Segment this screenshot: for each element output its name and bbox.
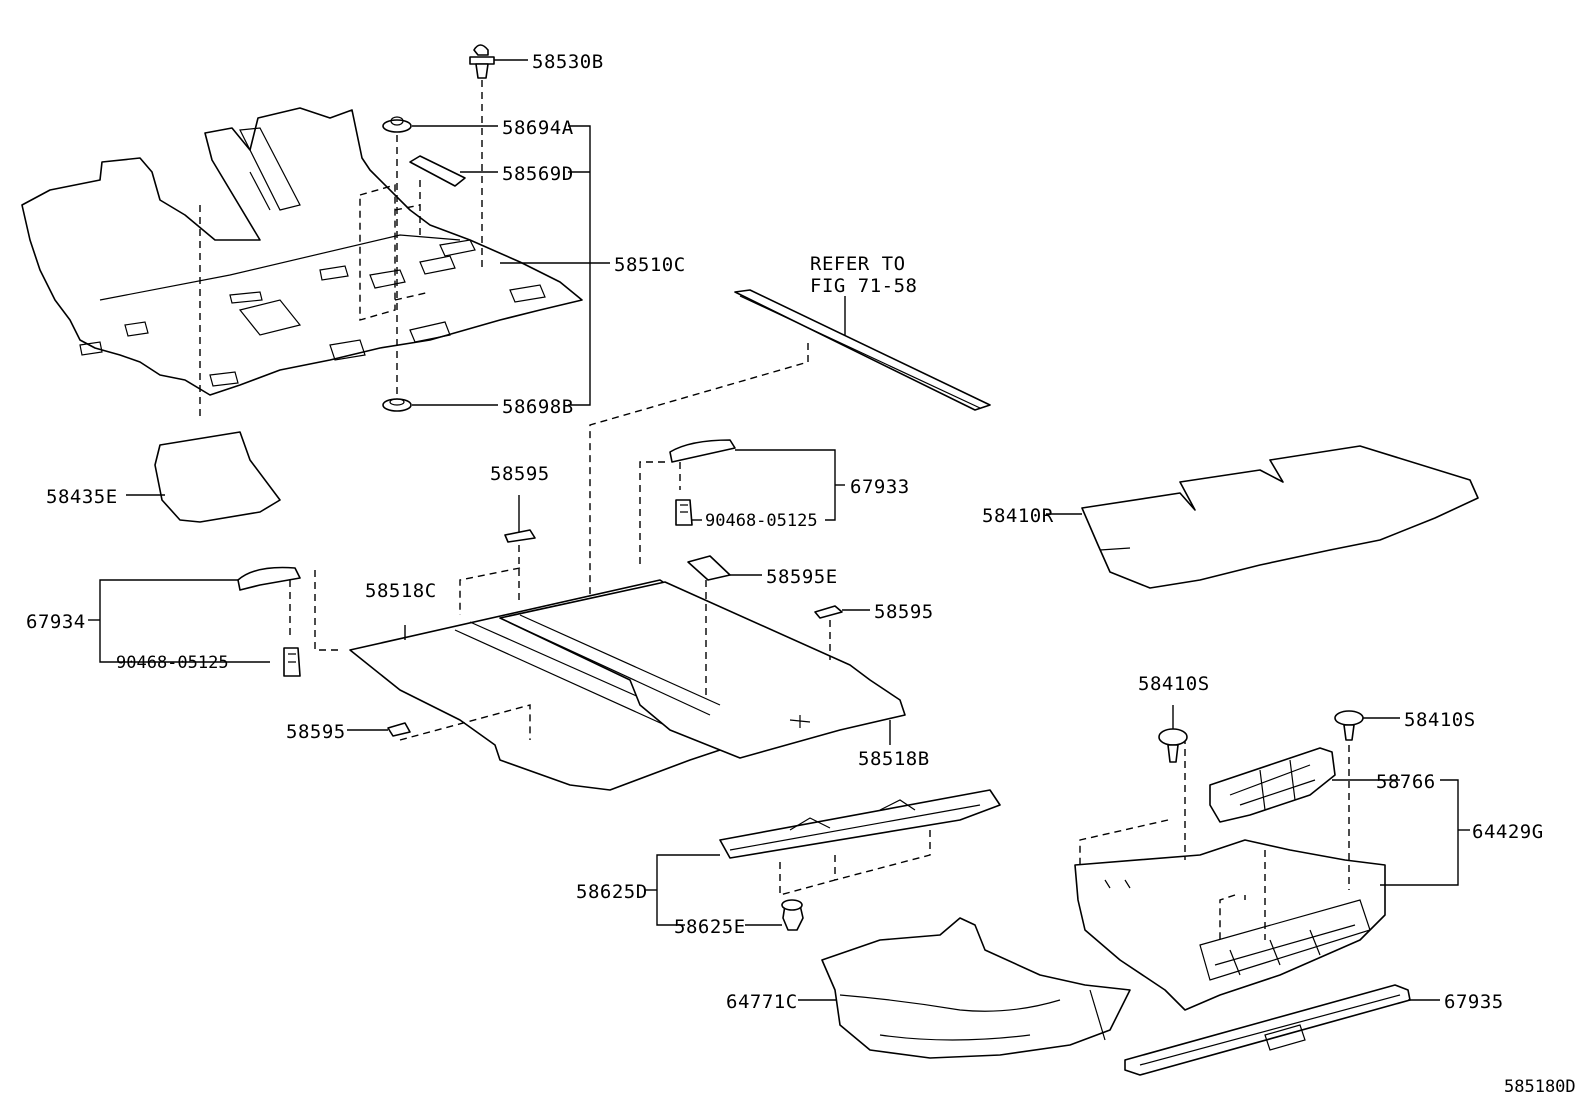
label-58435E: 58435E bbox=[46, 486, 118, 508]
label-58694A: 58694A bbox=[502, 117, 574, 139]
strip-58569D bbox=[409, 155, 466, 187]
label-58510C: 58510C bbox=[614, 254, 686, 276]
clip-58410S-left bbox=[1158, 728, 1188, 763]
pad-58595E bbox=[687, 555, 731, 581]
clip-90468-left bbox=[283, 647, 301, 677]
label-58518B: 58518B bbox=[858, 748, 930, 770]
grommet-58694A bbox=[382, 116, 412, 133]
floor-pad-58435E bbox=[154, 431, 281, 523]
grommet-58698B bbox=[382, 398, 412, 412]
rear-panel-64429G bbox=[1074, 839, 1386, 1011]
label-58625E: 58625E bbox=[674, 916, 746, 938]
label-58698B: 58698B bbox=[502, 396, 574, 418]
clip-58530B bbox=[469, 44, 495, 79]
label-58569D: 58569D bbox=[502, 163, 574, 185]
label-58410S-left: 58410S bbox=[1138, 673, 1210, 695]
diagram-id: 585180D bbox=[1504, 1077, 1576, 1097]
spare-tire-tray-64771C bbox=[821, 917, 1131, 1059]
label-58766: 58766 bbox=[1376, 771, 1436, 793]
label-58595-top: 58595 bbox=[490, 463, 550, 485]
label-64429G: 64429G bbox=[1472, 821, 1544, 843]
label-90468-left: 90468-05125 bbox=[116, 653, 229, 673]
rear-trim-58625D bbox=[719, 789, 1001, 859]
clip-90468-right bbox=[675, 499, 693, 526]
label-67935: 67935 bbox=[1444, 991, 1504, 1013]
sill-plate-67935 bbox=[1124, 984, 1411, 1076]
trim-67933 bbox=[669, 439, 736, 463]
pad-58595-right bbox=[814, 605, 843, 619]
clip-58410S-right bbox=[1334, 710, 1364, 741]
pad-58595-top bbox=[504, 529, 536, 543]
label-58518C: 58518C bbox=[365, 580, 437, 602]
front-floor-carpet bbox=[21, 107, 583, 396]
reference-line2: FIG 71-58 bbox=[810, 275, 917, 297]
label-58595E: 58595E bbox=[766, 566, 838, 588]
label-58595-right: 58595 bbox=[874, 601, 934, 623]
label-58410S-right: 58410S bbox=[1404, 709, 1476, 731]
pad-58595-left bbox=[387, 722, 411, 737]
clip-58625E bbox=[781, 899, 804, 931]
label-58595-left: 58595 bbox=[286, 721, 346, 743]
label-58410R: 58410R bbox=[982, 505, 1054, 527]
trim-67934 bbox=[237, 566, 301, 591]
label-90468-right: 90468-05125 bbox=[705, 511, 818, 531]
label-64771C: 64771C bbox=[726, 991, 798, 1013]
label-67934: 67934 bbox=[26, 611, 86, 633]
label-58625D: 58625D bbox=[576, 881, 648, 903]
cover-58766 bbox=[1209, 747, 1336, 823]
reference-line1: REFER TO bbox=[810, 253, 906, 275]
center-strip-ref bbox=[734, 289, 991, 411]
rear-mat-58410R bbox=[1081, 445, 1479, 589]
label-67933: 67933 bbox=[850, 476, 910, 498]
floor-panel-58518B bbox=[499, 581, 906, 759]
label-58530B: 58530B bbox=[532, 51, 604, 73]
